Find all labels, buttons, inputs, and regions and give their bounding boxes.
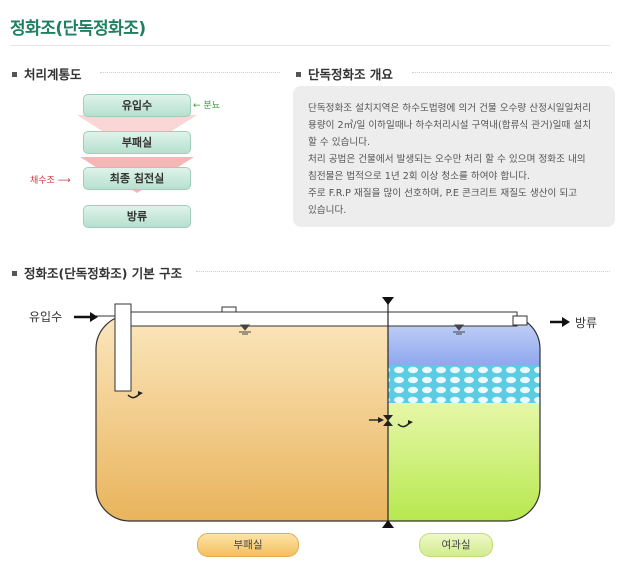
structure-heading: 정화조(단독정화조) 기본 구조 <box>12 263 182 282</box>
outlet-label: 방류 <box>575 316 598 330</box>
scum-note: 채수조 ⟶ <box>30 176 71 186</box>
right-arrow-icon: ⟶ <box>57 176 71 186</box>
overview-line: 침전물은 법적으로 1년 2회 이상 청소를 하여야 합니다. <box>308 171 530 182</box>
flow-step-inflow: 유입수 <box>83 94 191 117</box>
overview-line: 할 수 있습니다. <box>308 137 371 148</box>
flow-arrow-icon <box>378 417 384 423</box>
outlet-port <box>512 315 528 326</box>
vent-port <box>221 306 237 313</box>
overview-box <box>293 86 615 227</box>
inflow-note: ← 분뇨 <box>193 101 220 111</box>
water-level-icon <box>453 324 465 335</box>
inlet-label: 유입수 <box>29 310 63 324</box>
tank-diagram <box>74 297 570 528</box>
bullet-icon <box>296 72 301 77</box>
overview-line: 단독정화조 설치지역은 하수도법령에 의거 건물 오수량 산정시일일처리 <box>308 103 592 114</box>
flow-arrow-icon <box>408 420 413 425</box>
bullet-icon <box>12 271 17 276</box>
overview-line: 처리 공법은 건물에서 발생되는 오수만 처리 할 수 있으며 정화조 내의 <box>308 154 586 165</box>
septic-chamber-tag: 부패실 <box>197 533 299 557</box>
tank-top-deck <box>119 311 518 327</box>
top-marker-icon <box>382 297 394 305</box>
dotted-divider <box>412 72 612 73</box>
page-title: 정화조(단독정화조) <box>10 19 146 39</box>
inlet-arrow-icon <box>90 312 98 322</box>
structure-heading-text: 정화조(단독정화조) 기본 구조 <box>24 266 183 281</box>
overview-heading: 단독정화조 개요 <box>296 64 393 83</box>
overview-line: 있습니다. <box>308 205 347 216</box>
flow-arrow-icon <box>138 391 143 396</box>
flow-step-septic: 부패실 <box>83 131 191 154</box>
dotted-divider <box>196 271 610 272</box>
filter-chamber-tag: 여과실 <box>419 533 493 557</box>
valve-icon <box>383 420 393 426</box>
process-flow-heading-text: 처리계통도 <box>24 67 82 82</box>
inlet-pipe <box>114 303 132 392</box>
overview-line: 주로 F.R.P 재질을 많이 선호하며, P.E 콘크리트 재질도 생산이 되… <box>308 188 578 199</box>
filter-media-layer <box>388 365 540 403</box>
filter-bottom-layer <box>388 403 540 521</box>
flow-step-discharge: 방류 <box>83 205 191 228</box>
bottom-marker-icon <box>382 520 394 528</box>
bullet-icon <box>12 72 17 77</box>
overview-line: 용량이 2㎥/일 이하일때나 하수처리시설 구역내(합류식 관거)일때 설치 <box>308 120 592 131</box>
outlet-arrow-icon <box>562 317 570 327</box>
process-flow-heading: 처리계통도 <box>12 64 82 83</box>
valve-icon <box>383 415 393 421</box>
overview-text: 단독정화조 설치지역은 하수도법령에 의거 건물 오수량 산정시일일처리 용량이… <box>308 100 606 219</box>
title-divider <box>10 45 610 46</box>
overview-heading-text: 단독정화조 개요 <box>308 67 393 82</box>
water-level-icon <box>239 324 251 335</box>
flow-step-final-sedimentation: 최종 침전실 <box>83 167 191 190</box>
dotted-divider <box>100 72 280 73</box>
septic-chamber <box>96 315 388 521</box>
left-arrow-icon: ← <box>193 101 201 111</box>
